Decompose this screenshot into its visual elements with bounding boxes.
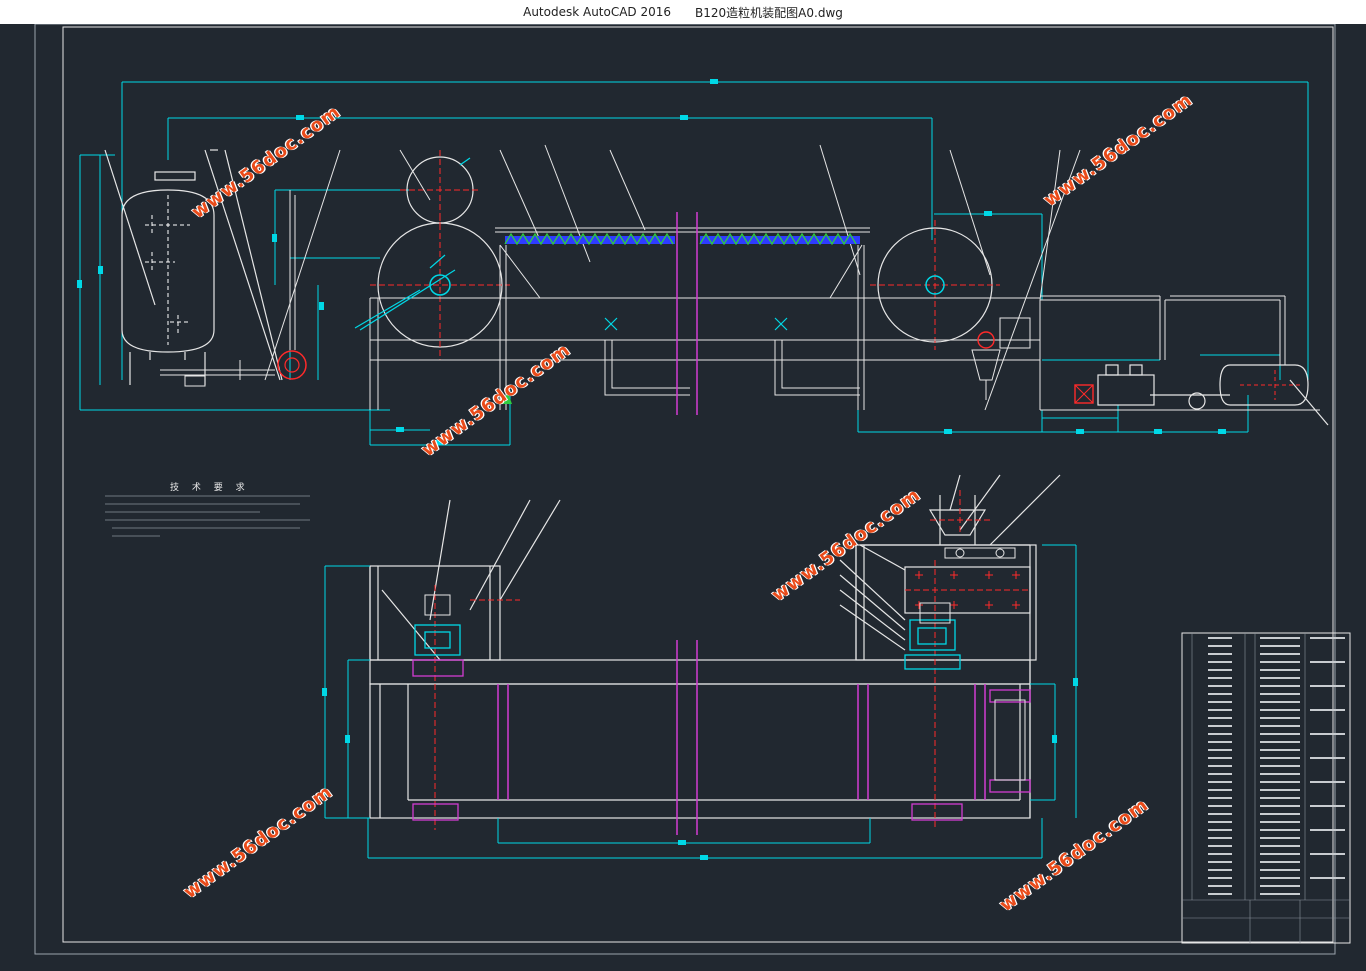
outer-border xyxy=(34,24,1336,955)
drums xyxy=(377,156,993,348)
ground-mark xyxy=(500,393,512,404)
control-box xyxy=(1074,384,1094,404)
nozzles xyxy=(354,157,788,331)
cad-drawing xyxy=(34,24,1351,955)
tech-req-text xyxy=(105,495,310,537)
plan-couplings xyxy=(424,547,1026,781)
discharge-hopper xyxy=(971,295,1320,411)
right-tank xyxy=(1097,364,1329,426)
drum-bearings xyxy=(429,274,945,296)
storage-tank xyxy=(104,149,283,385)
plan-bearings-cyan xyxy=(414,619,961,670)
file-name: B120造粒机装配图A0.dwg xyxy=(695,5,843,20)
plan-magenta xyxy=(497,640,986,835)
drawing-canvas[interactable]: 技 术 要 求 www.56doc.com www.56doc.com www.… xyxy=(0,24,1366,971)
plan-crosses xyxy=(915,571,1020,609)
tech-requirements-title: 技 术 要 求 xyxy=(170,483,250,493)
plan-frame xyxy=(369,474,1061,819)
inner-border xyxy=(62,26,1334,943)
dim-markers xyxy=(77,79,1226,445)
break-lines-top xyxy=(676,212,698,415)
drum-centerlines xyxy=(370,150,1000,360)
plan-centerlines xyxy=(434,490,1030,830)
valve-right xyxy=(977,331,995,349)
plan-bearings-magenta xyxy=(412,659,1031,821)
pump-pipes xyxy=(160,190,296,387)
plan-dimensions xyxy=(324,544,1077,859)
granule-strip xyxy=(504,232,860,246)
pump-1 xyxy=(277,350,307,380)
pump-2 xyxy=(1188,392,1206,410)
bill-of-materials xyxy=(1181,632,1351,944)
title-bar: Autodesk AutoCAD 2016 B120造粒机装配图A0.dwg xyxy=(0,0,1366,24)
trough xyxy=(264,144,1081,411)
app-name: Autodesk AutoCAD 2016 xyxy=(523,5,672,19)
plan-dim-markers xyxy=(322,678,1078,860)
tank-internals xyxy=(145,195,190,345)
